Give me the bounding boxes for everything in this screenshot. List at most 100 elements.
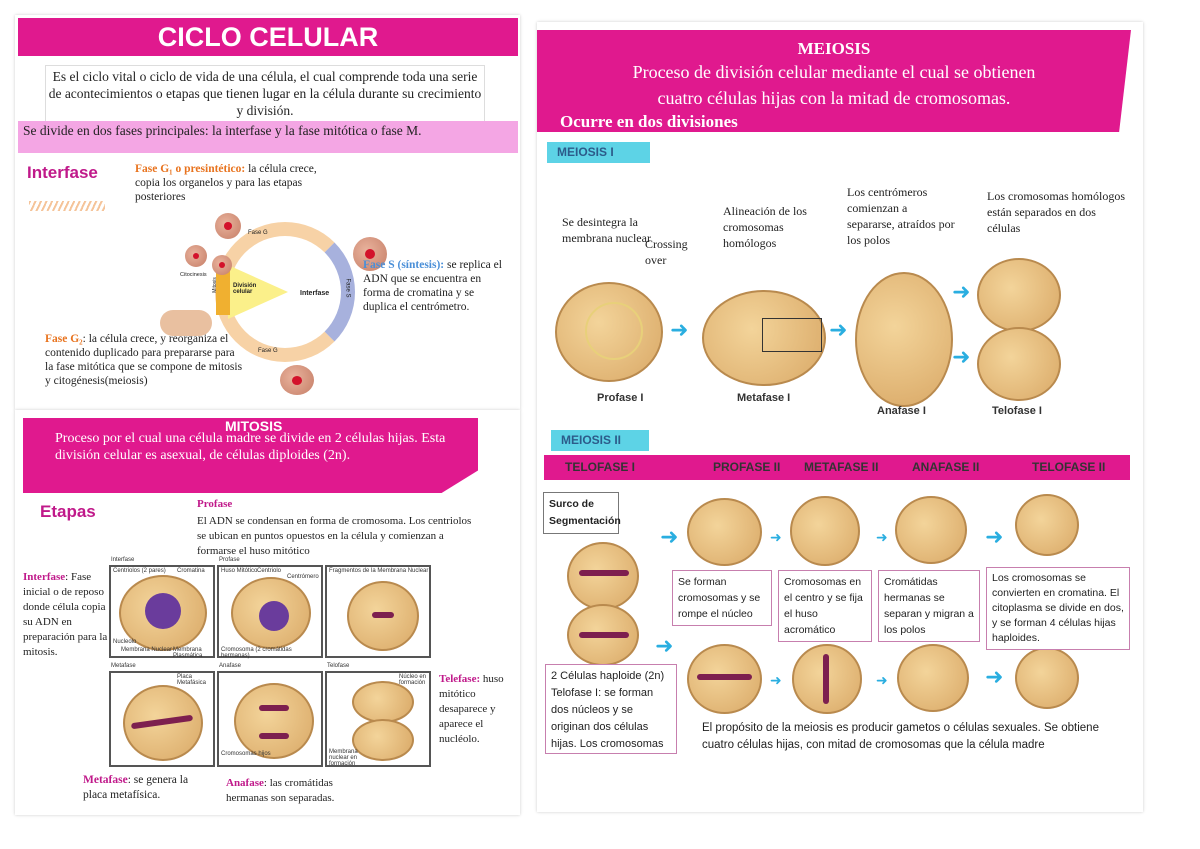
mitosis-arc	[216, 270, 230, 315]
label-nucleolo: Nucleolo	[113, 639, 137, 645]
anafase-desc: Anafase: las cromátidas hermanas son sep…	[226, 776, 356, 806]
arrow-icon: ➜	[985, 665, 1004, 690]
interfase-image: Centriolos (2 pares) Cromatina Nucleolo …	[109, 565, 215, 659]
metafase-image: Placa Metafásica	[109, 671, 215, 767]
m2-stage: ANAFASE II	[912, 460, 980, 474]
etapas-heading: Etapas	[40, 502, 96, 521]
m1-caption: Se desintegra la membrana nuclear	[562, 215, 651, 245]
label-centriolos: Centriolos (2 pares)	[113, 568, 166, 574]
citocinesis-label: Citocinesis	[180, 272, 207, 278]
arrow-icon: ➜	[985, 525, 1004, 550]
anafase-desc-text: : las cromátidas hermanas son separadas.	[226, 777, 335, 804]
profase-title: Profase	[197, 498, 233, 510]
arrow-icon: ➜	[952, 280, 971, 305]
interfase-desc: Interfase: Fase inicial o de reposo dond…	[23, 570, 113, 660]
arrow-icon: ➜	[770, 530, 782, 546]
label-centromero: Centrómero	[287, 574, 319, 580]
meiosis-banner	[537, 30, 1131, 132]
anafase-desc-label: Anafase	[226, 777, 264, 789]
arrow-icon: ➜	[876, 530, 888, 546]
label-placa: Placa Metafásica	[177, 674, 207, 686]
arrow-icon: ➜	[952, 345, 971, 370]
telofase-desc-text: huso mitótico desaparece y aparece el nu…	[439, 673, 504, 745]
interfase-desc-label: Interfase	[23, 571, 66, 583]
meiosis-definition-1: Proceso de división celular mediante el …	[632, 62, 1036, 82]
interfase-desc-text: : Fase inicial o de reposo donde célula …	[23, 571, 108, 658]
m2-box: Cromátidas hermanas se separan y migran …	[878, 570, 980, 642]
telofase-ii-cell-top	[1015, 494, 1079, 556]
interfase-heading: Interfase	[27, 163, 98, 182]
arrow-icon: ➜	[670, 318, 689, 343]
s-text: Fase S (síntesis): se replica el ADN que…	[363, 258, 508, 314]
label-nucleo-formacion: Núcleo en formación	[399, 674, 427, 686]
fase-s-label: Fase S	[344, 278, 351, 298]
cell-icon	[212, 255, 232, 275]
m1-stage: Profase I	[597, 392, 644, 404]
grid-title: Anafase	[219, 663, 242, 669]
m2-stage-bar	[544, 455, 1130, 480]
label-huso: Huso Mitótico	[221, 568, 258, 574]
anafase-ii-cell-top	[895, 496, 967, 564]
divisions-label: Ocurre en dos divisiones	[560, 112, 738, 131]
label-membrana-nuclear: Membrana Nuclear	[121, 647, 173, 653]
s-description: se replica el ADN que se encuentra en fo…	[363, 259, 502, 313]
meiosis-2-label: MEIOSIS II	[551, 430, 649, 451]
division-wedge	[228, 265, 288, 319]
arrow-icon: ➜	[876, 673, 888, 689]
m1-stage: Telofase I	[992, 405, 1042, 417]
profase-i-nucleus	[585, 302, 643, 360]
interfase-label: Interfase	[300, 290, 330, 297]
dividing-cell-icon	[160, 310, 212, 336]
meiosis-definition-2: cuatro células hijas con la mitad de cro…	[657, 88, 1011, 108]
m2-stage: TELOFASE I	[565, 460, 636, 474]
profase-image: Huso Mitótico Centriolo Centrómero Cromo…	[217, 565, 323, 659]
g1-label: Fase G₁ o presintético:	[135, 163, 246, 175]
label-centriolo: Centriolo	[257, 568, 282, 574]
telofase-i-box: 2 Células haploide (2n) Telofase I: se f…	[545, 664, 677, 754]
m2-stage: TELOFASE II	[1032, 460, 1106, 474]
g1-text: Fase G₁ o presintético: la célula crece,…	[135, 162, 335, 204]
m1-caption: Los centrómeros comienzan a separarse, a…	[847, 185, 955, 247]
telofase-image: Núcleo en formación Membrana nuclear en …	[325, 671, 431, 767]
m2-box: Cromosomas en el centro y se fija el hus…	[778, 570, 872, 642]
metafase-ii-cell-top	[790, 496, 860, 566]
label-cromosoma: Cromosoma (2 cromátidas hermanas)	[221, 647, 292, 659]
cell-icon	[215, 213, 241, 239]
label-fragmentos: Fragmentos de la Membrana Nuclear	[329, 568, 429, 574]
m1-caption: Alineación de los cromosomas homólogos	[723, 204, 807, 250]
m2-box: Se forman cromosomas y se rompe el núcle…	[672, 570, 772, 626]
arrow-icon: ➜	[829, 318, 848, 343]
fase-g-bottom: Fase G	[258, 348, 278, 354]
grid-title: Interfase	[111, 557, 135, 563]
arrow-icon: ➜	[770, 673, 782, 689]
grid-title: Telofase	[327, 663, 350, 669]
mitosis-title: MITOSIS	[225, 418, 283, 434]
m1-caption: Los cromosomas homólogos están separados…	[987, 189, 1125, 235]
prometafase-image: Fragmentos de la Membrana Nuclear	[325, 565, 431, 658]
label-cromosomas-hijos: Cromosomas hijos	[221, 751, 271, 757]
decorative-stripes	[29, 201, 105, 211]
m1-stage: Anafase I	[877, 405, 926, 417]
mitosis-label: Mitosis	[211, 277, 218, 293]
metafase-i-highlight	[762, 318, 822, 352]
metafase-desc: Metafase: se genera la placa metafísica.	[83, 773, 213, 803]
cell-icon	[280, 365, 314, 395]
m1-stage: Metafase I	[737, 392, 791, 404]
ciclo-title-bar: CICLO CELULAR	[18, 18, 518, 56]
mitosis-panel: MITOSIS Proceso por el cual una célula m…	[15, 410, 520, 815]
m1-caption: Crossing over	[645, 237, 688, 267]
arrow-icon: ➜	[660, 525, 679, 550]
ciclo-celular-panel: CICLO CELULAR Es el ciclo vital o ciclo …	[15, 15, 520, 410]
telofase-desc-label: Telefase:	[439, 673, 481, 685]
meiosis-1-label: MEIOSIS I	[547, 142, 650, 163]
grid-title: Metafase	[111, 663, 136, 669]
g2-text: Fase G₂: la célula crece, y reorganiza e…	[45, 332, 245, 388]
g2-label: Fase G₂	[45, 333, 83, 345]
m2-stage: METAFASE II	[804, 460, 879, 474]
telofase-ii-cell-bottom	[1015, 647, 1079, 709]
m2-stage: PROFASE II	[713, 460, 781, 474]
division-label: División celular	[233, 283, 257, 295]
cell-icon	[185, 245, 207, 267]
mitosis-phase-grid: Interfase Profase Metafase Anafase Telof…	[109, 557, 449, 767]
metafase-desc-label: Metafase	[83, 774, 128, 786]
